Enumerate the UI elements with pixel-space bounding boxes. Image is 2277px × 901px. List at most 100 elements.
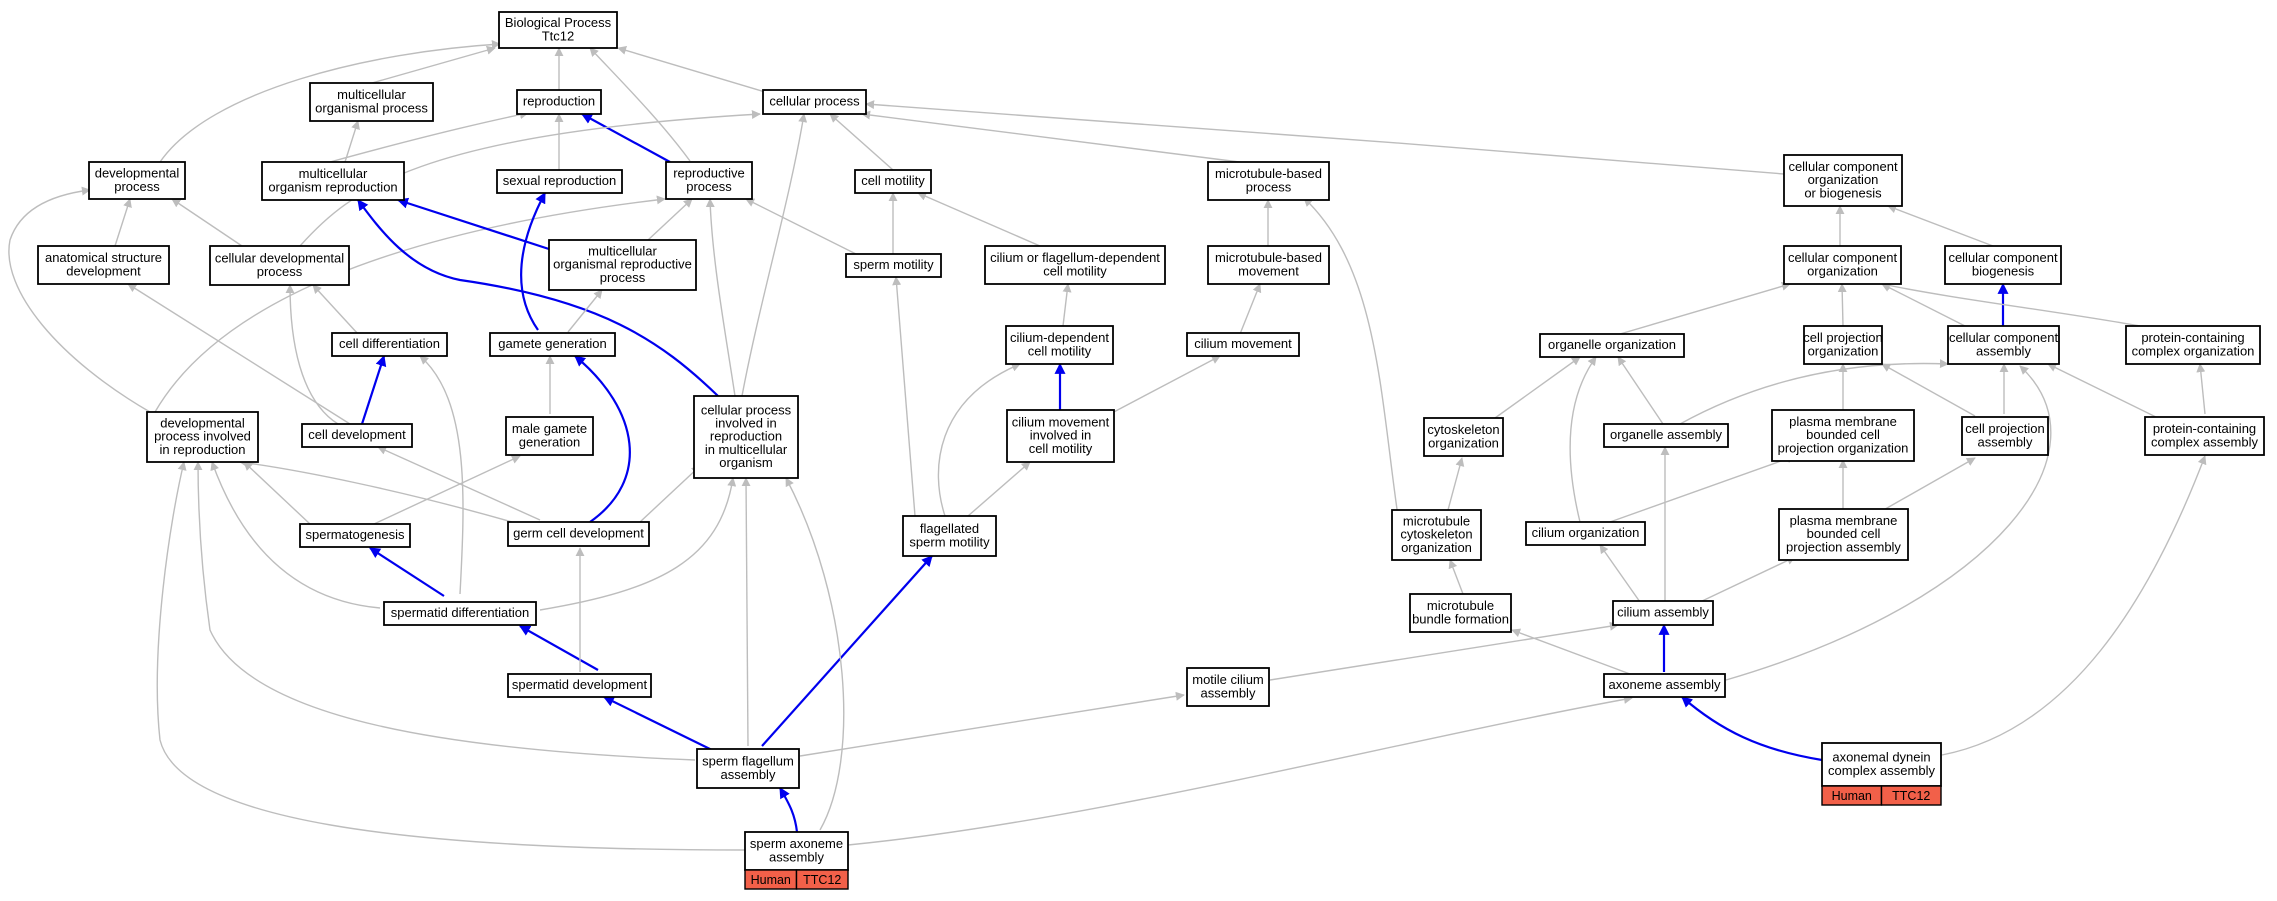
edge-sfa-flagsm bbox=[761, 555, 933, 747]
go-term-cellproc[interactable]: cellular process bbox=[762, 89, 867, 115]
term-box bbox=[1771, 409, 1915, 462]
term-box bbox=[1423, 417, 1504, 457]
term-box bbox=[1803, 325, 1883, 365]
term-label: assembly bbox=[1976, 343, 2031, 358]
edge-celldev-cdp bbox=[285, 284, 339, 425]
edge-celldev-asd bbox=[127, 283, 351, 425]
edge-sfa-dpir bbox=[193, 461, 696, 761]
go-term-celldev[interactable]: cell development bbox=[301, 423, 413, 448]
term-label: sperm flagellum bbox=[702, 754, 794, 769]
go-term-orgorg[interactable]: organelle organization bbox=[1539, 333, 1685, 358]
go-term-cilorg[interactable]: cilium organization bbox=[1525, 521, 1646, 546]
edge-cmicm-cilmov bbox=[1109, 355, 1221, 415]
term-label: cell projection bbox=[1965, 421, 2045, 436]
term-box bbox=[902, 515, 997, 557]
go-term-gcd[interactable]: germ cell development bbox=[507, 521, 650, 547]
edge-adca-axasm bbox=[1681, 696, 1823, 762]
term-label: cilium movement bbox=[1194, 336, 1292, 351]
term-label: cytoskeleton bbox=[1427, 422, 1499, 437]
edge-mtbf-mtco bbox=[1448, 559, 1464, 595]
term-label: organization bbox=[1807, 263, 1878, 278]
edge-cpimo-cellproc bbox=[741, 113, 808, 397]
edge-spermmot-reproproc bbox=[745, 198, 861, 257]
edge-cilasm-cilorg bbox=[1599, 544, 1641, 603]
term-label: cytoskeleton bbox=[1400, 527, 1472, 542]
edge-mtco-cytoorg bbox=[1447, 457, 1465, 511]
go-term-repro[interactable]: reproduction bbox=[516, 89, 602, 115]
term-label: generation bbox=[519, 434, 580, 449]
term-label: cilium organization bbox=[1532, 525, 1640, 540]
edge-reproproc-bp bbox=[589, 47, 691, 162]
term-label: Biological Process bbox=[505, 15, 612, 30]
edge-cfdcm-cellmot bbox=[917, 192, 1041, 247]
edge-mtco-mtbp bbox=[1303, 197, 1401, 531]
gene-label: TTC12 bbox=[1892, 789, 1930, 803]
term-label: organismal reproductive bbox=[553, 257, 692, 272]
go-term-sexrepro[interactable]: sexual reproduction bbox=[496, 169, 623, 194]
go-term-axasm[interactable]: axoneme assembly bbox=[1603, 673, 1726, 698]
term-label: bounded cell bbox=[1807, 526, 1881, 541]
go-term-spermmot[interactable]: sperm motility bbox=[845, 253, 942, 278]
term-box bbox=[209, 245, 350, 286]
go-term-gamgen[interactable]: gamete generation bbox=[489, 332, 616, 357]
edge-sfa-mca bbox=[799, 691, 1185, 757]
edge-axasm-mtbf bbox=[1511, 628, 1631, 675]
go-term-spermato[interactable]: spermatogenesis bbox=[299, 523, 411, 548]
go-term-cilmov[interactable]: cilium movement bbox=[1186, 332, 1300, 357]
go-term-orgasm[interactable]: organelle assembly bbox=[1603, 423, 1729, 448]
edge-dpir-reproproc bbox=[154, 195, 666, 413]
go-term-cellmot[interactable]: cell motility bbox=[854, 169, 932, 194]
go-term-cilasm[interactable]: cilium assembly bbox=[1612, 600, 1714, 626]
term-label: anatomical structure bbox=[45, 250, 162, 265]
term-box bbox=[1783, 245, 1902, 285]
term-box bbox=[1186, 667, 1270, 707]
go-term-spdiff[interactable]: spermatid differentiation bbox=[383, 601, 537, 626]
term-box bbox=[498, 11, 618, 49]
go-term-celldiff[interactable]: cell differentiation bbox=[331, 332, 448, 357]
term-label: in multicellular bbox=[705, 442, 788, 457]
edge-spdev-spdiff bbox=[519, 625, 599, 671]
term-label: cilium-dependent bbox=[1010, 330, 1109, 345]
term-label: organization bbox=[1808, 172, 1879, 187]
term-box bbox=[37, 245, 170, 285]
go-term-spdev[interactable]: spermatid development bbox=[507, 673, 652, 698]
gene-badge bbox=[1880, 785, 1942, 806]
term-box bbox=[1409, 593, 1512, 633]
term-box bbox=[1947, 325, 2060, 365]
term-label: bundle formation bbox=[1412, 611, 1509, 626]
